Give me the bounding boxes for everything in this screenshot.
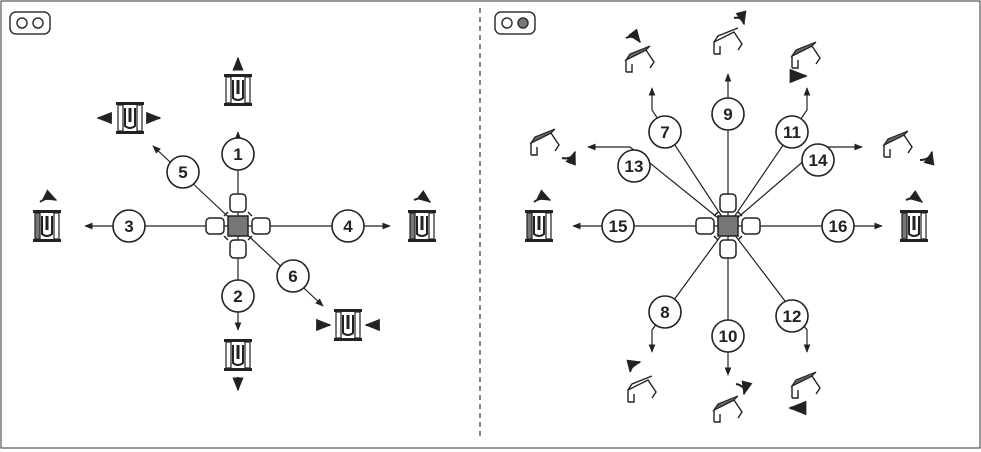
label-5: 5: [166, 155, 200, 189]
svg-text:10: 10: [719, 327, 738, 346]
label-4: 4: [331, 209, 365, 243]
svg-text:6: 6: [288, 267, 297, 286]
arm-swing-left-icon: [791, 371, 821, 399]
joystick-right-icon: [695, 193, 761, 259]
svg-text:9: 9: [723, 105, 732, 124]
svg-text:13: 13: [625, 157, 644, 176]
label-13: 13: [617, 149, 651, 183]
label-8: 8: [648, 295, 682, 329]
arm-dipper-out-icon: [713, 27, 743, 55]
label-12: 12: [775, 299, 809, 333]
label-14: 14: [801, 143, 835, 177]
svg-text:4: 4: [343, 217, 353, 236]
label-2: 2: [221, 279, 255, 313]
arm-bucket-out-icon: [883, 130, 913, 158]
arm-dipper-in-icon: [713, 395, 743, 423]
svg-text:7: 7: [660, 123, 669, 142]
svg-text:15: 15: [609, 217, 628, 236]
svg-text:14: 14: [809, 151, 828, 170]
arm-swing-right-icon: [791, 41, 821, 69]
machine-rotate-left-icon: [32, 209, 62, 243]
label-11: 11: [775, 115, 809, 149]
machine-widen-icon: [115, 101, 145, 135]
arm-boom-down-icon: [627, 375, 657, 403]
arm-bucket-in-icon: [530, 128, 560, 156]
label-7: 7: [648, 115, 682, 149]
svg-text:12: 12: [783, 307, 802, 326]
label-15: 15: [601, 209, 635, 243]
svg-text:16: 16: [829, 217, 848, 236]
svg-text:3: 3: [124, 217, 133, 236]
machine-narrow-icon: [333, 308, 363, 342]
toggle-switch-icon-right: [494, 11, 536, 35]
svg-text:11: 11: [783, 123, 801, 142]
label-10: 10: [711, 319, 745, 353]
label-6: 6: [276, 259, 310, 293]
label-3: 3: [112, 209, 146, 243]
machine-reverse-icon: [223, 338, 253, 372]
label-9: 9: [711, 97, 745, 131]
machine-turn-left-icon: [524, 209, 554, 243]
svg-text:5: 5: [178, 163, 187, 182]
arm-boom-up-icon: [625, 45, 655, 73]
label-16: 16: [821, 209, 855, 243]
svg-text:2: 2: [233, 287, 242, 306]
joystick-left-icon: [205, 193, 271, 259]
machine-turn-right-icon: [899, 209, 929, 243]
toggle-switch-icon-left: [9, 11, 51, 35]
svg-text:8: 8: [660, 303, 669, 322]
svg-text:1: 1: [233, 145, 242, 164]
machine-forward-icon: [223, 73, 253, 107]
label-1: 1: [221, 137, 255, 171]
machine-rotate-right-icon: [407, 209, 437, 243]
